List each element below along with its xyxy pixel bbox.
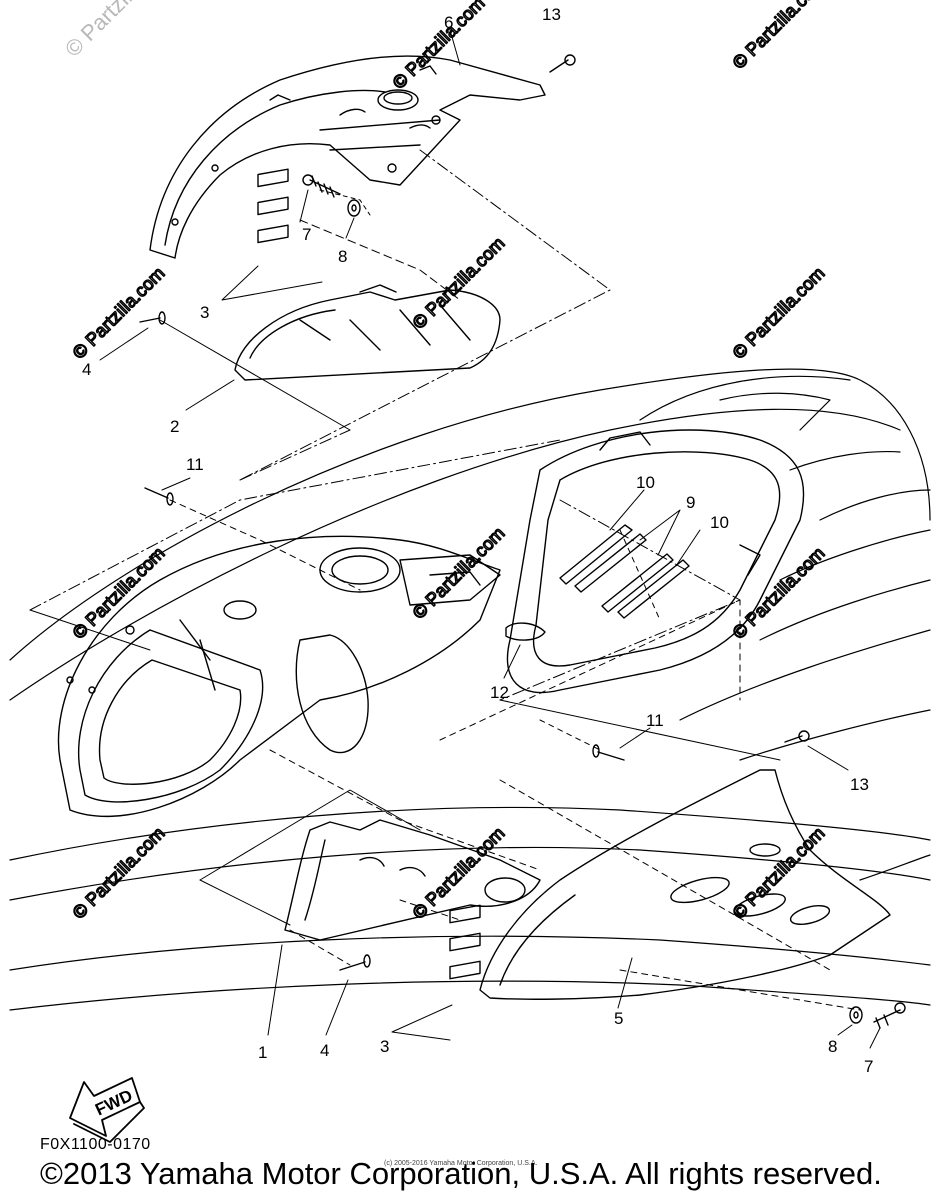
callout-7: 7 <box>302 225 311 244</box>
callout-13: 13 <box>542 5 561 24</box>
callout-11: 11 <box>646 711 664 730</box>
callout-8: 8 <box>828 1037 837 1056</box>
diagram-code: F0X1100-0170 <box>40 1136 151 1153</box>
svg-text:© Partzilla.com: © Partzilla.com <box>729 0 829 73</box>
part-6-upper-cover <box>149 55 546 259</box>
watermark-layer: © Partzilla.com © Partzilla.com © Partzi… <box>68 0 829 924</box>
svg-text:© Partzilla.com: © Partzilla.com <box>409 233 509 333</box>
part-2-inner-cover <box>234 284 501 381</box>
tiny-copyright: (c) 2005-2016 Yamaha Motor Corporation, … <box>384 1160 538 1167</box>
callout-4: 4 <box>320 1041 329 1060</box>
callout-7: 7 <box>864 1057 873 1076</box>
callout-labels: 13 6 7 8 3 4 2 11 10 9 10 12 11 13 1 4 3… <box>82 5 873 1076</box>
svg-text:© Partzilla.com: © Partzilla.com <box>729 543 829 643</box>
callout-10: 10 <box>710 513 729 532</box>
hull-deck-outline <box>9 368 931 1011</box>
callout-3: 3 <box>380 1037 389 1056</box>
fwd-arrow-icon: FWD <box>69 1077 145 1143</box>
callout-1: 1 <box>258 1043 267 1062</box>
callout-13: 13 <box>850 775 869 794</box>
callout-5: 5 <box>614 1009 623 1028</box>
callout-8: 8 <box>338 247 347 266</box>
leader-lines <box>99 29 881 1049</box>
part-5-right-side-cover <box>479 769 891 1000</box>
callout-6: 6 <box>444 13 453 32</box>
assembly-guide-lines <box>29 149 861 1011</box>
part-1-left-side-cover <box>284 819 541 941</box>
callout-11: 11 <box>186 455 204 474</box>
small-parts <box>139 54 906 1029</box>
callout-3: 3 <box>200 303 209 322</box>
copyright-notice: ©2013 Yamaha Motor Corporation, U.S.A. A… <box>40 1156 882 1191</box>
svg-text:© Partzilla.com: © Partzilla.com <box>389 0 489 93</box>
svg-text:© Partzilla.com: © Partzilla.com <box>69 823 169 923</box>
callout-9: 9 <box>686 493 695 512</box>
storage-frame <box>506 429 805 694</box>
callout-2: 2 <box>170 417 179 436</box>
callout-4: 4 <box>82 360 91 379</box>
svg-text:© Partzilla.com: © Partzilla.com <box>729 263 829 363</box>
callout-10: 10 <box>636 473 655 492</box>
svg-text:© Partzilla.com: © Partzilla.com <box>729 823 829 923</box>
callout-12: 12 <box>490 683 509 702</box>
front-cover-assembly <box>57 535 501 818</box>
